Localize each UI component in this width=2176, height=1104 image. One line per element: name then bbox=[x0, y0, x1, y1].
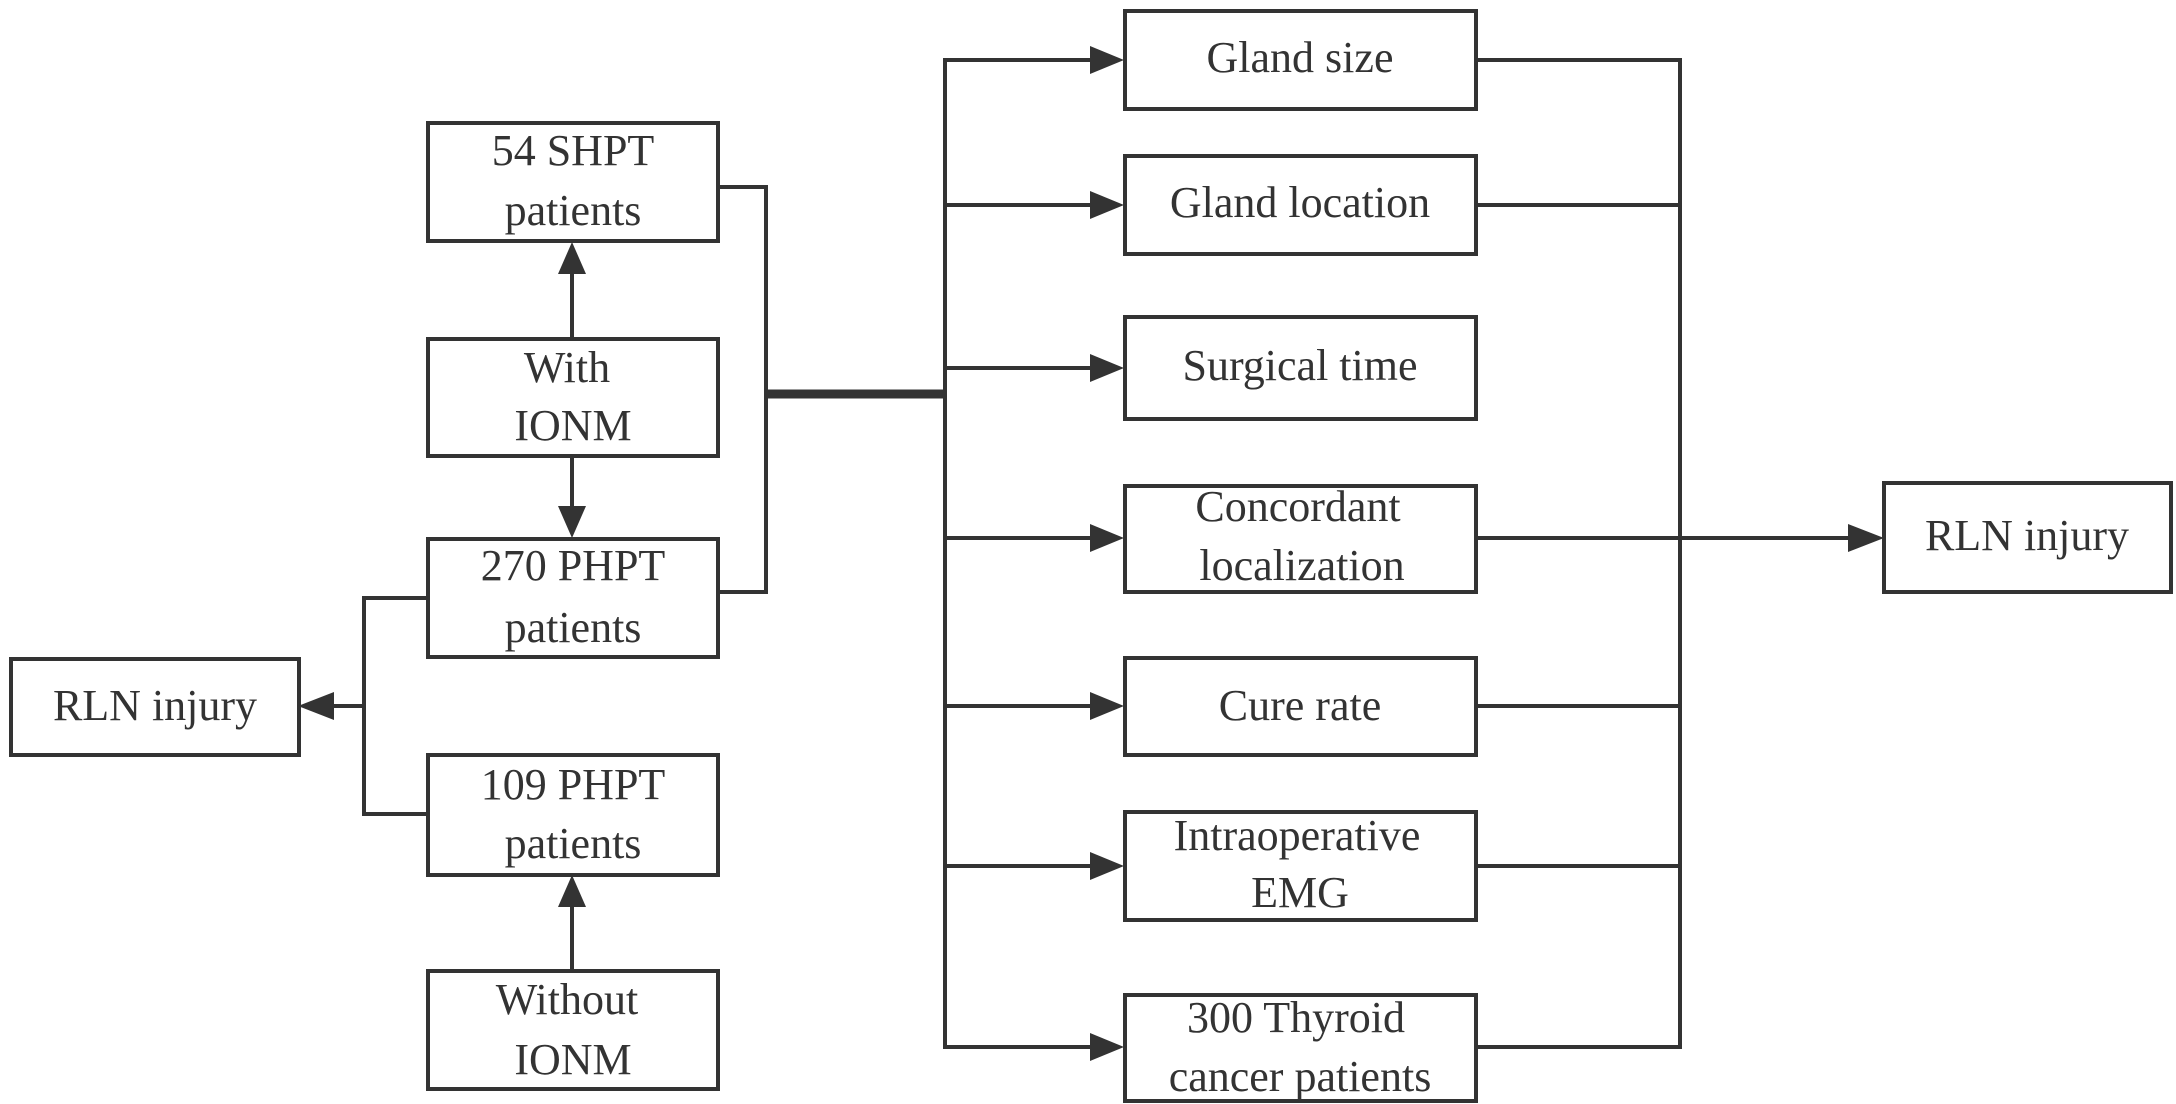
node-shpt-line2: patients bbox=[505, 186, 642, 235]
node-emg-line1: Intraoperative bbox=[1174, 811, 1421, 860]
node-thyroid-line2: cancer patients bbox=[1169, 1052, 1432, 1101]
node-phpt109: 109 PHPT patients bbox=[426, 753, 720, 877]
arrow-left-rln bbox=[298, 692, 334, 720]
node-emg: Intraoperative EMG bbox=[1123, 810, 1478, 922]
node-with-ionm: With IONM bbox=[426, 337, 720, 458]
node-without-ionm-line2: IONM bbox=[514, 1035, 631, 1084]
node-concordant-line2: localization bbox=[1199, 541, 1404, 590]
node-with-ionm-line1: With bbox=[524, 343, 610, 392]
node-phpt270-line1: 270 PHPT bbox=[481, 541, 666, 590]
arrow-emg bbox=[1090, 852, 1124, 880]
node-surgical-time-label: Surgical time bbox=[1182, 341, 1417, 390]
node-rln-left: RLN injury bbox=[9, 657, 301, 757]
arrow-gland-location bbox=[1090, 191, 1124, 219]
node-with-ionm-line2: IONM bbox=[514, 401, 631, 450]
arrow-concordant bbox=[1090, 524, 1124, 552]
node-concordant-line1: Concordant bbox=[1195, 482, 1400, 531]
node-emg-line2: EMG bbox=[1251, 868, 1349, 917]
arrow-thyroid bbox=[1090, 1033, 1124, 1061]
node-phpt270: 270 PHPT patients bbox=[426, 537, 720, 659]
node-without-ionm: Without IONM bbox=[426, 969, 720, 1091]
node-phpt109-line2: patients bbox=[505, 819, 642, 868]
node-gland-location-label: Gland location bbox=[1170, 178, 1430, 227]
node-thyroid-line1: 300 Thyroid bbox=[1187, 993, 1405, 1042]
node-phpt109-line1: 109 PHPT bbox=[481, 760, 666, 809]
node-without-ionm-line1: Without bbox=[496, 975, 638, 1024]
node-shpt: 54 SHPT patients bbox=[426, 121, 720, 243]
node-shpt-line1: 54 SHPT bbox=[492, 126, 655, 175]
connectors bbox=[298, 46, 1884, 1061]
arrow-up-shpt bbox=[558, 242, 586, 274]
node-rln-right: RLN injury bbox=[1882, 481, 2173, 594]
bracket-left bbox=[362, 596, 428, 816]
arrow-gland-size bbox=[1090, 46, 1124, 74]
node-surgical-time: Surgical time bbox=[1123, 315, 1478, 421]
node-thyroid: 300 Thyroid cancer patients bbox=[1123, 993, 1478, 1103]
bracket-right bbox=[718, 185, 768, 594]
arrow-cure-rate bbox=[1090, 692, 1124, 720]
node-concordant: Concordant localization bbox=[1123, 482, 1478, 594]
node-rln-left-label: RLN injury bbox=[53, 681, 257, 730]
node-gland-size: Gland size bbox=[1123, 9, 1478, 111]
node-gland-size-label: Gland size bbox=[1207, 33, 1394, 82]
node-phpt270-line2: patients bbox=[505, 603, 642, 652]
node-cure-rate-label: Cure rate bbox=[1219, 681, 1381, 730]
node-rln-right-label: RLN injury bbox=[1925, 511, 2129, 560]
arrow-surgical-time bbox=[1090, 354, 1124, 382]
node-gland-location: Gland location bbox=[1123, 154, 1478, 256]
arrow-up-phpt109 bbox=[558, 875, 586, 907]
arrow-right-rln bbox=[1848, 524, 1884, 552]
arrow-down-phpt270 bbox=[558, 506, 586, 538]
node-cure-rate: Cure rate bbox=[1123, 656, 1478, 757]
